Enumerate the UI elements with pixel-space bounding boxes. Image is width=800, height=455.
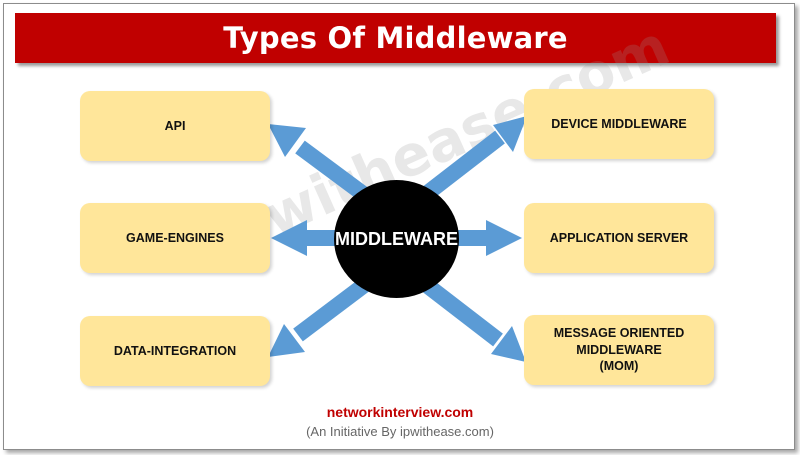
arrow-to-data-integration-shaft <box>293 276 372 342</box>
arrow-to-device-middleware-shaft <box>420 130 505 202</box>
box-application-server-label: APPLICATION SERVER <box>549 230 689 245</box>
title-banner: Types Of Middleware <box>15 13 776 63</box>
footer-tagline: (An Initiative By ipwithease.com) <box>306 424 494 439</box>
arrow-to-api-head <box>268 124 306 157</box>
arrow-to-game-engines-head <box>271 220 307 256</box>
footer-site: networkinterview.com <box>326 404 474 420</box>
box-application-server: APPLICATION SERVER <box>524 203 714 273</box>
center-label: MIDDLEWARE <box>335 228 458 249</box>
arrow-to-mom-head <box>491 326 526 362</box>
box-device-middleware-label: DEVICE MIDDLEWARE <box>551 116 687 131</box>
arrow-to-application-server-head <box>486 220 522 256</box>
diagram-title: Types Of Middleware <box>223 21 568 55</box>
box-data-integration-label: DATA-INTEGRATION <box>113 343 237 358</box>
arrow-to-device-middleware-head <box>493 116 527 152</box>
box-mom-label: MESSAGE ORIENTED MIDDLEWARE (MOM) <box>553 325 685 374</box>
box-data-integration: DATA-INTEGRATION <box>80 316 270 386</box>
box-message-oriented-middleware: MESSAGE ORIENTED MIDDLEWARE (MOM) <box>524 315 714 385</box>
arrow-to-data-integration-head <box>268 324 305 357</box>
box-game-engines: GAME-ENGINES <box>80 203 270 273</box>
arrow-to-api-shaft <box>295 140 371 203</box>
box-device-middleware: DEVICE MIDDLEWARE <box>524 89 714 159</box>
box-api: API <box>80 91 270 161</box>
center-node: MIDDLEWARE <box>334 180 459 298</box>
box-api-label: API <box>164 118 186 133</box>
box-game-engines-label: GAME-ENGINES <box>126 230 224 245</box>
arrow-to-mom-shaft <box>419 276 503 347</box>
